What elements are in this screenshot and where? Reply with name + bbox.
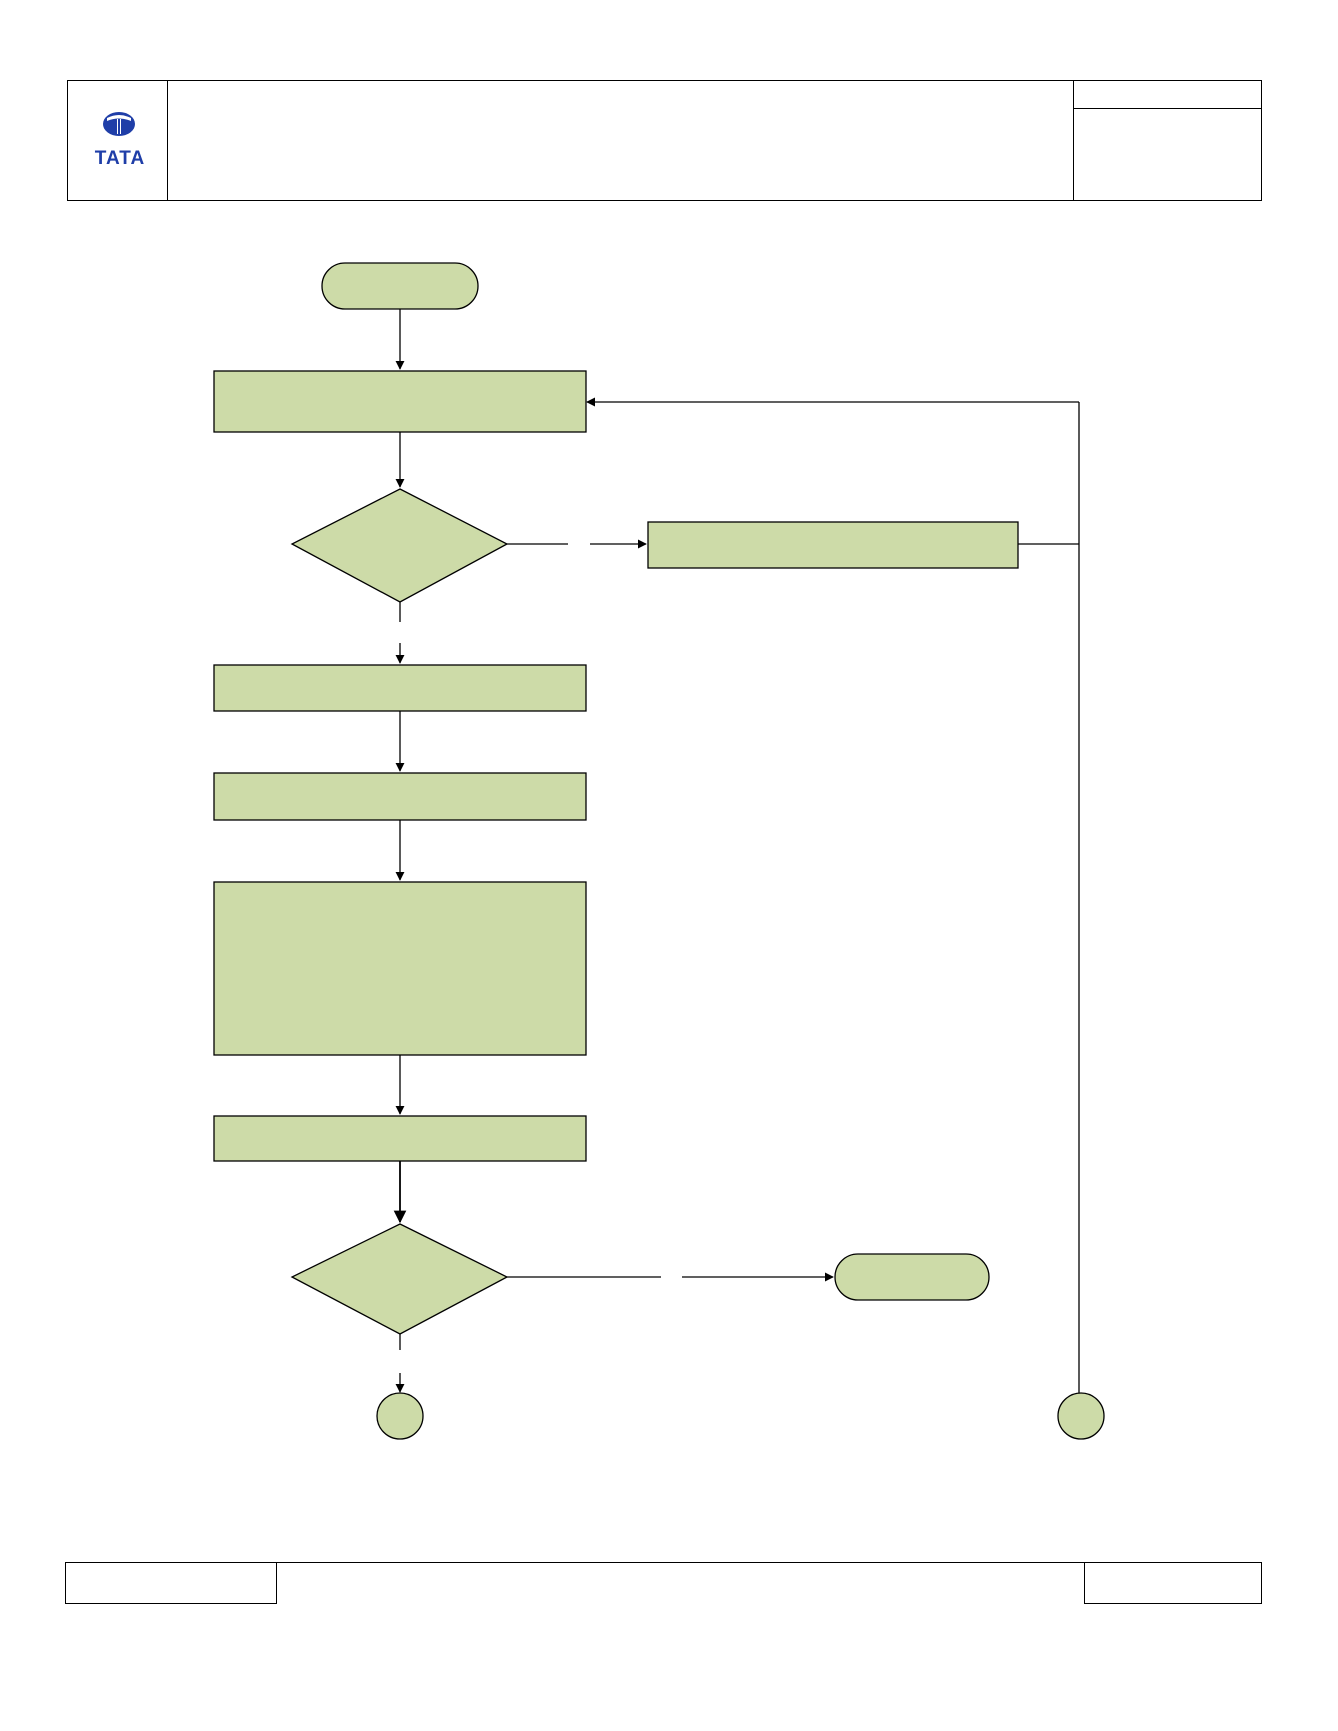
footer-line [65, 1562, 1262, 1563]
logo-text: TATA [94, 148, 146, 169]
process-step-2 [213, 664, 587, 712]
process-side-step [647, 521, 1019, 569]
tata-logo-icon [87, 108, 151, 172]
footer-right-box [1084, 1562, 1262, 1604]
header-logo-cell [67, 80, 168, 201]
decision-2 [290, 1223, 509, 1335]
process-step-3 [213, 772, 587, 821]
header-frame [67, 80, 1262, 201]
connector-a [376, 1392, 424, 1440]
start-terminator [321, 262, 479, 310]
end-terminator [834, 1253, 990, 1301]
process-step-5 [213, 1115, 587, 1162]
footer-left-box [65, 1562, 277, 1604]
header-right-divider [1073, 108, 1262, 109]
process-step-1 [213, 370, 587, 433]
header-right-cell [1073, 80, 1262, 201]
process-step-4 [213, 881, 587, 1056]
decision-1 [290, 488, 509, 603]
connector-b [1057, 1392, 1105, 1440]
